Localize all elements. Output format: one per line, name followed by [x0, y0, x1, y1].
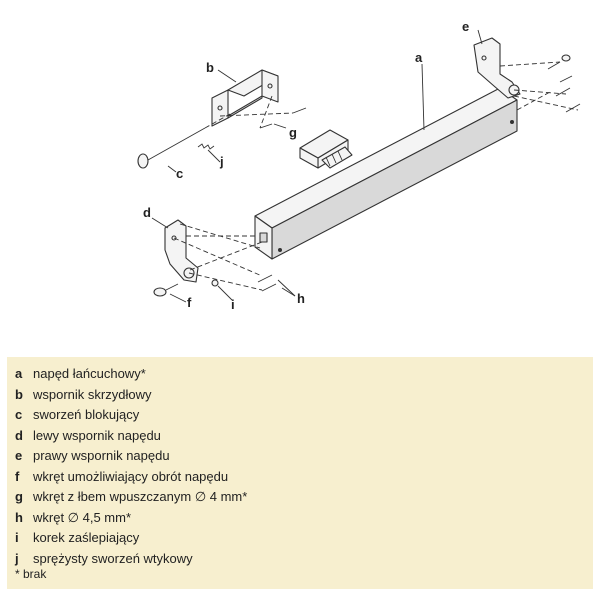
exploded-assembly-diagram: a b c d e f g h i j: [137, 19, 581, 312]
legend-text: wkręt ∅ 4,5 mm*: [33, 509, 132, 525]
label-d: d: [143, 205, 151, 220]
legend-item-g: g wkręt z łbem wpuszczanym ∅ 4 mm*: [15, 487, 593, 508]
mounting-screws: [173, 237, 277, 292]
left-bracket: [164, 219, 199, 283]
legend-item-h: h wkręt ∅ 4,5 mm*: [15, 508, 593, 529]
label-e: e: [462, 19, 469, 34]
legend-text: sworzeń blokujący: [33, 407, 140, 422]
legend-text: napęd łańcuchowy*: [33, 366, 146, 381]
blanking-plug: [211, 279, 219, 287]
legend-item-j: j sprężysty sworzeń wtykowy: [15, 549, 593, 570]
countersunk-screws: [219, 95, 307, 129]
legend-letter: f: [15, 468, 20, 484]
leader-lines: [151, 29, 483, 303]
legend-item-e: e prawy wspornik napędu: [15, 446, 593, 467]
legend-item-d: d lewy wspornik napędu: [15, 426, 593, 447]
legend-text: wspornik skrzydłowy: [33, 386, 152, 402]
legend-letter: b: [15, 386, 23, 402]
legend-item-b: b wspornik skrzydłowy: [15, 385, 593, 406]
label-i: i: [231, 297, 235, 312]
legend-text: wkręt umożliwiający obrót napędu: [33, 468, 229, 484]
legend-item-a: a napęd łańcuchowy*: [15, 364, 593, 385]
legend-letter: h: [15, 509, 23, 525]
legend-footnote: * brak: [15, 567, 47, 581]
legend-letter: g: [15, 489, 23, 504]
legend-text: sprężysty sworzeń wtykowy: [33, 550, 193, 566]
legend-letter: c: [15, 407, 23, 422]
label-h: h: [297, 291, 305, 306]
alignment-lines: [179, 91, 551, 271]
label-j: j: [219, 154, 224, 169]
legend-letter: e: [15, 448, 23, 463]
legend-text: wkręt z łbem wpuszczanym ∅ 4 mm*: [33, 489, 248, 504]
label-f: f: [187, 295, 192, 310]
legend-letter: d: [15, 427, 23, 443]
label-b: b: [206, 60, 214, 75]
legend-item-i: i korek zaślepiający: [15, 528, 593, 549]
right-bracket-screws: [499, 54, 581, 113]
label-g: g: [289, 125, 297, 140]
legend-text: lewy wspornik napędu: [33, 427, 161, 443]
locking-pin: [137, 113, 231, 169]
label-c: c: [176, 166, 183, 181]
legend-item-c: c sworzeń blokujący: [15, 405, 593, 426]
pivot-screw: [153, 283, 179, 297]
sash-bracket: [211, 69, 279, 127]
chain-actuator: [254, 87, 518, 260]
legend-letter: i: [15, 530, 19, 545]
right-bracket: [473, 37, 521, 99]
legend-letter: j: [15, 550, 19, 566]
spring-pin: [197, 143, 215, 150]
chain-connector: [299, 129, 353, 169]
legend-text: prawy wspornik napędu: [33, 448, 170, 463]
label-a: a: [415, 50, 423, 65]
legend-text: korek zaślepiający: [33, 530, 140, 545]
legend-item-f: f wkręt umożliwiający obrót napędu: [15, 467, 593, 488]
legend-letter: a: [15, 366, 23, 381]
